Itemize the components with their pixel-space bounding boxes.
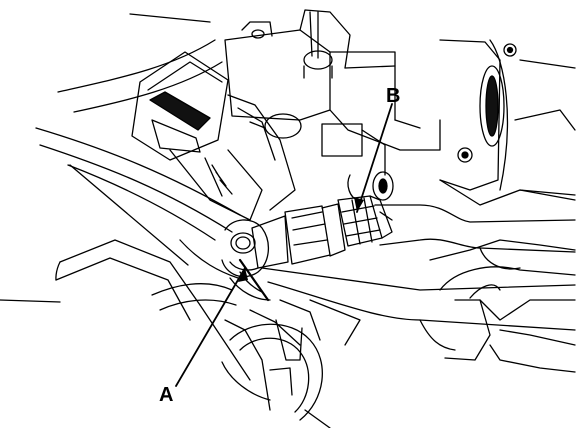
elbow-fitting <box>221 219 271 302</box>
right-bracket <box>439 39 576 206</box>
long-hoses <box>0 164 576 411</box>
callout-lines <box>175 103 393 387</box>
callout-label-b: B <box>386 85 401 107</box>
leader-line-b <box>356 103 393 213</box>
electrical-connector <box>131 51 302 221</box>
arrowhead-a <box>238 268 248 282</box>
engine-block <box>224 9 441 176</box>
hose-right <box>347 171 576 253</box>
leader-line-a <box>175 267 246 387</box>
frame-lines <box>35 13 241 241</box>
fitting-assembly <box>251 195 393 269</box>
arrowhead-b <box>354 197 364 212</box>
right-lower-component <box>419 239 576 373</box>
lower-housing <box>221 319 331 428</box>
callout-label-a: A <box>159 384 174 406</box>
